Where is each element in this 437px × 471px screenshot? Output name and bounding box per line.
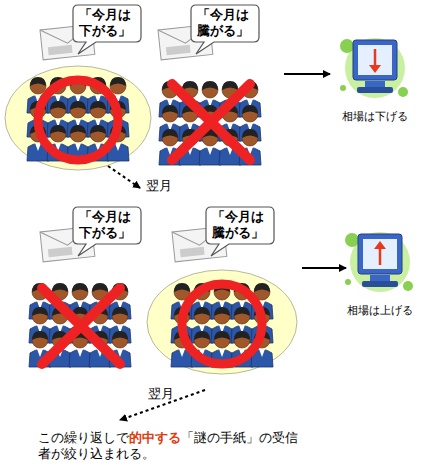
note-text: この繰り返しで [38, 430, 129, 445]
summary-note: この繰り返しで的中する「謎の手紙」の受信者が絞り込まれる。 [38, 430, 308, 461]
monitor-icon [333, 26, 417, 110]
next-month-arrow [108, 166, 140, 188]
correct-mark [38, 80, 118, 160]
monitor-caption: 相場は下げる [333, 110, 417, 123]
bubble-text: 「今月は下がる」 [79, 209, 135, 240]
bubble-text: 「今月は下がる」 [79, 7, 135, 38]
bubble-text: 「今月は騰がる」 [197, 7, 253, 38]
result-arrow [284, 73, 330, 75]
correct-mark [182, 284, 262, 364]
next-month-label: 翌月 [148, 386, 174, 402]
people-group [27, 77, 273, 367]
group-ellipse [5, 66, 151, 170]
speech-bubble: 「今月は下がる」 [72, 206, 142, 244]
market-monitor: 相場は上げる [338, 220, 422, 317]
result-arrow [302, 267, 346, 269]
speech-bubble: 「今月は騰がる」 [190, 4, 260, 42]
speech-bubble: 「今月は騰がる」 [205, 206, 275, 244]
envelope [40, 25, 227, 262]
monitor-caption: 相場は上げる [338, 304, 422, 317]
wrong-mark [172, 84, 250, 160]
highlight-text: 的中する [129, 430, 181, 445]
wrong-mark [42, 288, 120, 364]
speech-bubble: 「今月は下がる」 [72, 4, 142, 42]
monitor-icon [338, 220, 422, 304]
market-monitor: 相場は下げる [333, 26, 417, 123]
group-ellipse [147, 270, 297, 374]
next-month-label: 翌月 [146, 178, 172, 194]
bubble-text: 「今月は騰がる」 [212, 209, 268, 240]
